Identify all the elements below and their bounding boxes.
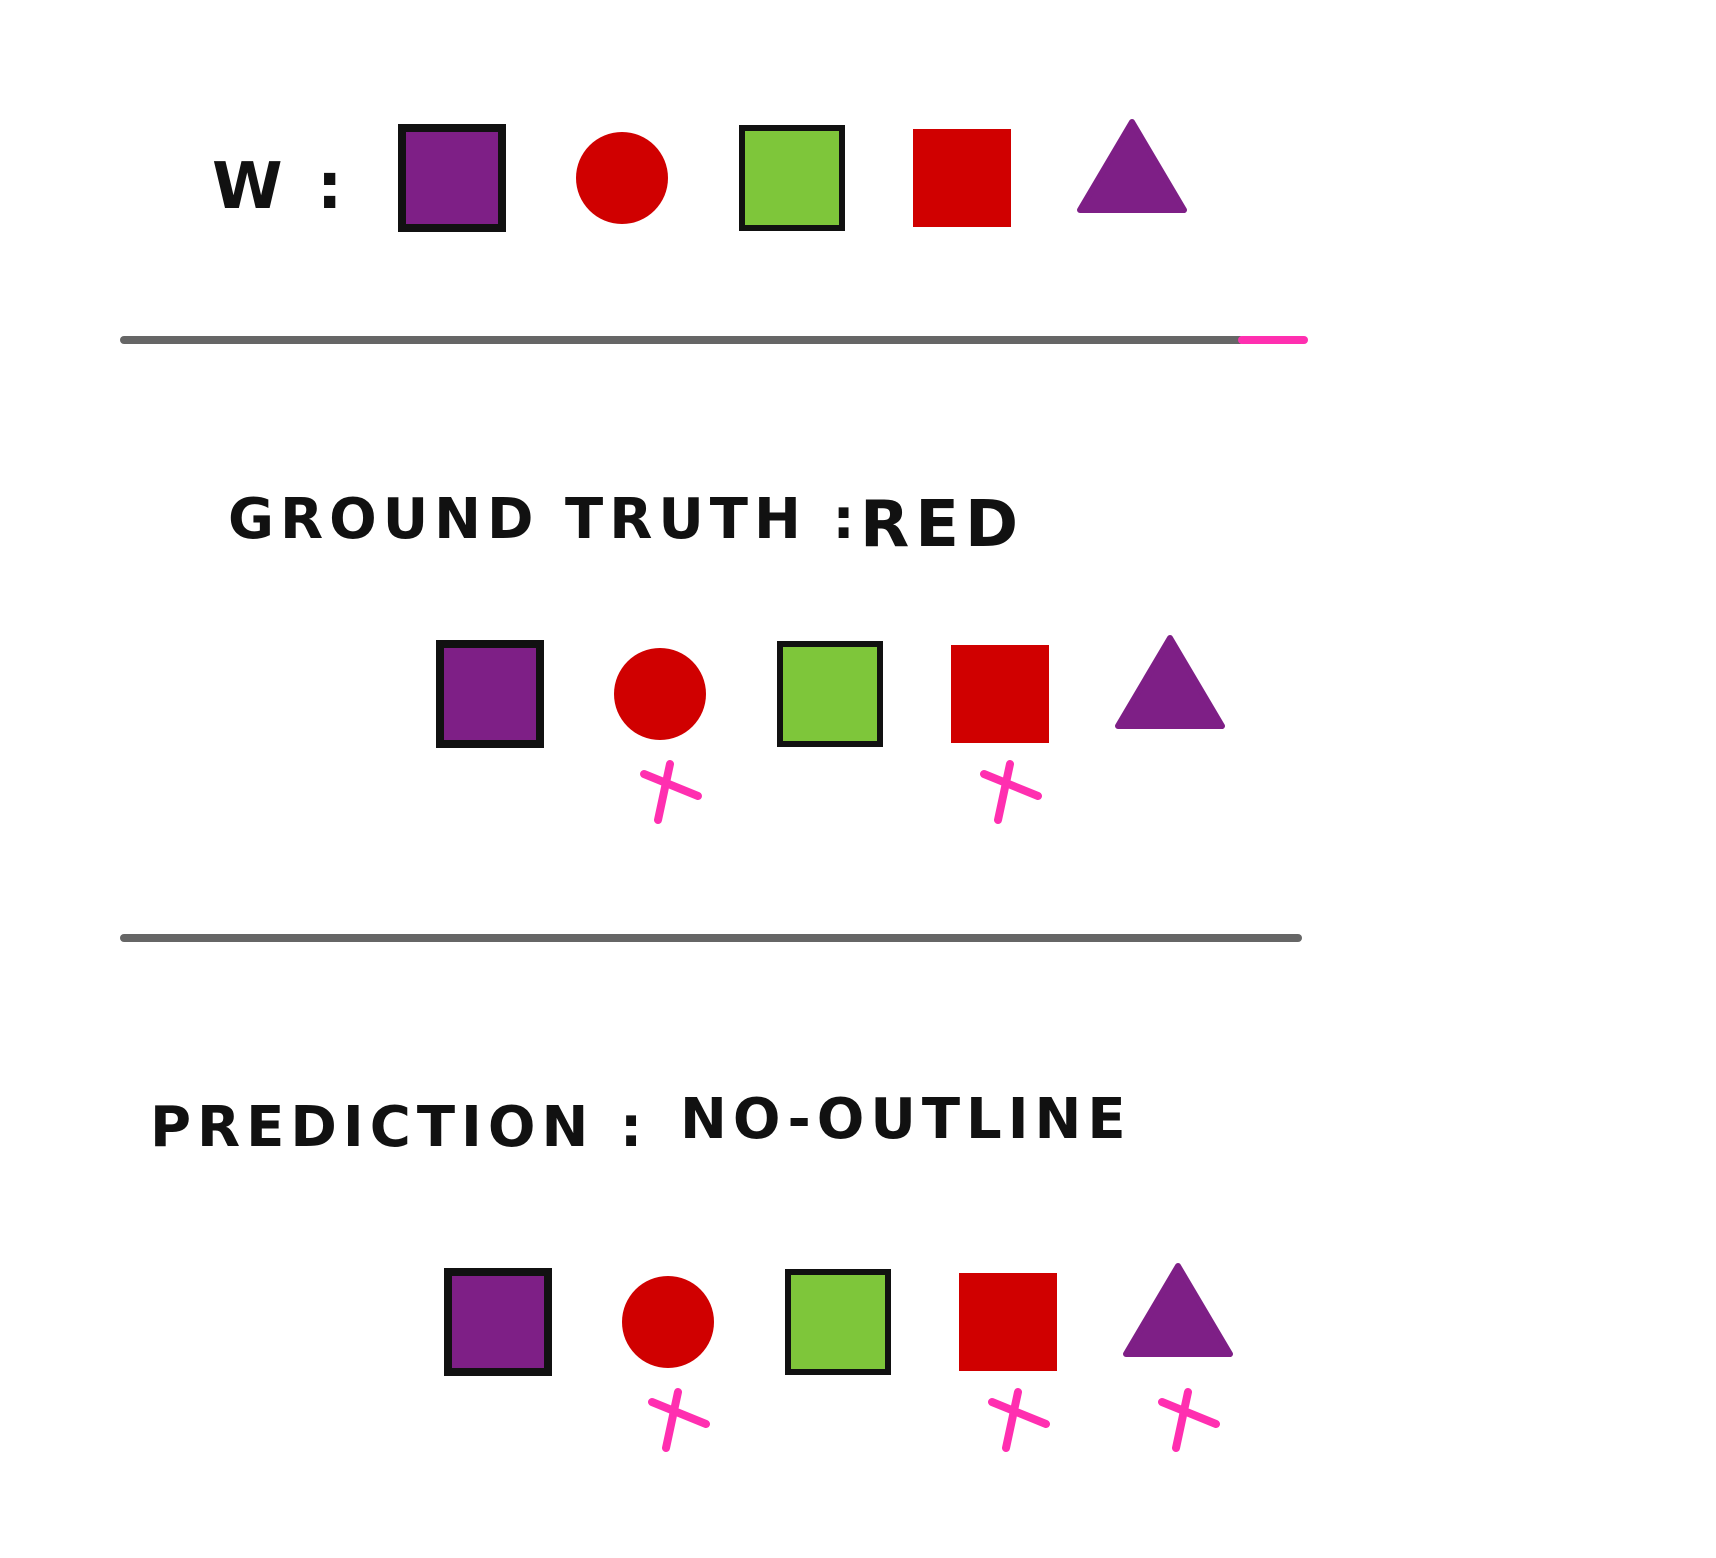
world-triangle-5: [1077, 119, 1187, 213]
world-square-3: [739, 125, 845, 231]
ground-truth-triangle-5: [1115, 635, 1225, 729]
prediction-row: [444, 1263, 1233, 1452]
ground-truth-value: RED: [860, 488, 1024, 562]
ground-truth-row: [436, 635, 1225, 824]
prediction-square-3: [785, 1269, 891, 1375]
prediction-cross-mark-5: [1158, 1388, 1220, 1452]
world-square-4: [913, 129, 1011, 227]
world-row: [398, 119, 1187, 232]
ground-truth-cross-mark-2: [640, 760, 702, 824]
ground-truth-circle-2: [614, 648, 706, 740]
ground-truth-square-1: [436, 640, 544, 748]
world-label: W :: [212, 150, 348, 224]
prediction-label: PREDICTION :: [150, 1095, 648, 1160]
ground-truth-square-4: [951, 645, 1049, 743]
prediction-circle-2: [622, 1276, 714, 1368]
ground-truth-label: GROUND TRUTH :: [228, 487, 861, 552]
prediction-value: NO-OUTLINE: [680, 1087, 1132, 1152]
world-square-1: [398, 124, 506, 232]
ground-truth-square-3: [777, 641, 883, 747]
prediction-cross-mark-2: [648, 1388, 710, 1452]
prediction-square-1: [444, 1268, 552, 1376]
prediction-square-4: [959, 1273, 1057, 1371]
prediction-triangle-5: [1123, 1263, 1233, 1357]
ground-truth-cross-mark-4: [980, 760, 1042, 824]
prediction-cross-mark-4: [988, 1388, 1050, 1452]
world-circle-2: [576, 132, 668, 224]
